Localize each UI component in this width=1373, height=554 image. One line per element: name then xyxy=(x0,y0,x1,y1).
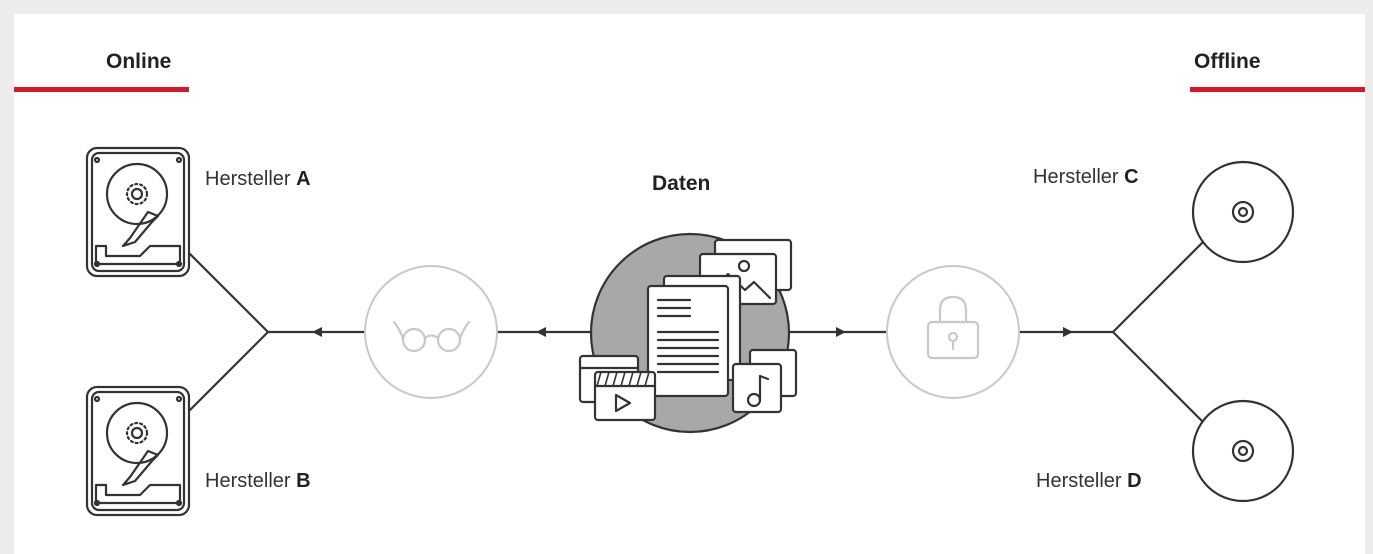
documents-icon xyxy=(578,232,798,434)
manufacturer-d-label: Hersteller D xyxy=(1036,470,1142,492)
disc-c-icon xyxy=(1191,160,1295,264)
left-connector-lines xyxy=(186,250,270,414)
online-underline xyxy=(14,87,189,92)
arrow-right-2 xyxy=(1063,327,1073,337)
offline-underline xyxy=(1190,87,1365,92)
manufacturer-a-label: Hersteller A xyxy=(205,168,311,190)
arrow-right-1 xyxy=(836,327,846,337)
manufacturer-c-label: Hersteller C xyxy=(1033,166,1139,188)
online-heading: Online xyxy=(106,50,172,73)
right-connector-lines xyxy=(1111,238,1207,426)
arrow-left-1 xyxy=(312,327,322,337)
offline-heading: Offline xyxy=(1194,50,1261,73)
hard-drive-b-icon xyxy=(85,385,191,517)
hard-drive-a-icon xyxy=(85,146,191,278)
lock-icon xyxy=(886,265,1020,399)
manufacturer-b-label: Hersteller B xyxy=(205,470,311,492)
disc-d-icon xyxy=(1191,399,1295,503)
glasses-icon xyxy=(364,265,498,399)
arrow-left-2 xyxy=(536,327,546,337)
data-heading: Daten xyxy=(652,172,711,195)
